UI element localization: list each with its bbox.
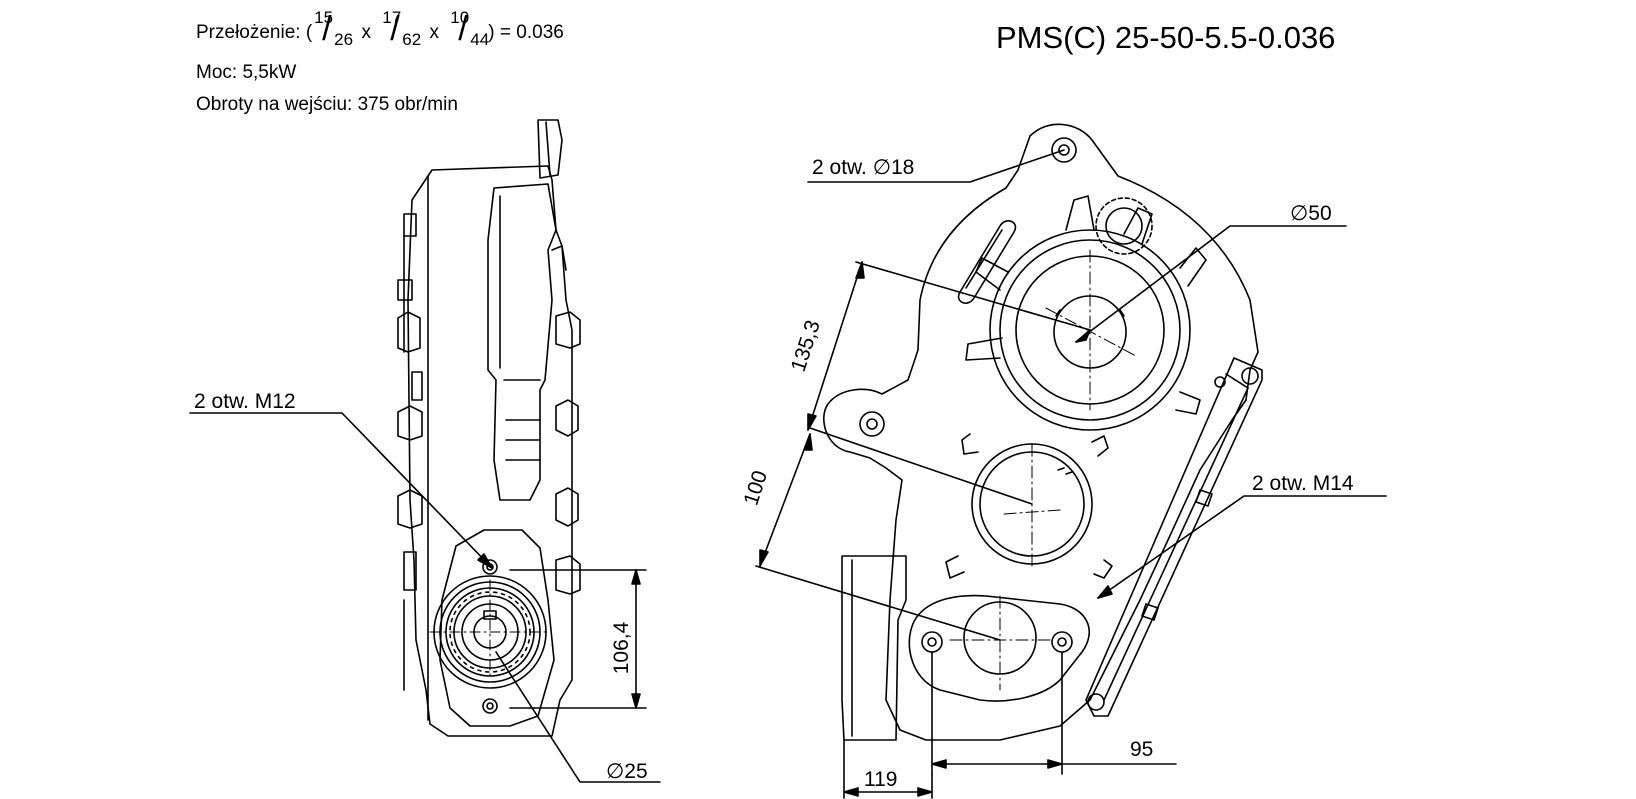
gear-ratio: Przełożenie: (15/26 x 17/62 x 10/44) = 0… xyxy=(196,8,564,49)
side-flange-plate xyxy=(487,183,557,501)
side-view xyxy=(397,119,581,737)
front-flange-hole-left xyxy=(921,631,943,653)
side-output-bracket xyxy=(439,529,555,727)
side-mount-hole-top xyxy=(482,559,498,575)
dim-lower-distance: 100 xyxy=(739,468,772,508)
front-base-foot xyxy=(841,555,907,741)
side-top-extension xyxy=(537,119,563,179)
ratio-label: Przełożenie: xyxy=(196,22,301,44)
front-side-strap xyxy=(1085,357,1263,717)
side-dimensions xyxy=(189,412,661,783)
dim-shaft-diameter: ∅50 xyxy=(1290,202,1332,225)
front-view xyxy=(823,123,1263,741)
ratio-op: x xyxy=(361,22,371,44)
dim-upper-distance: 135,3 xyxy=(787,317,825,374)
label-top-holes: 2 otw. ∅18 xyxy=(812,156,914,179)
front-oil-slot xyxy=(957,220,1017,304)
ratio-fraction-1: 15/26 xyxy=(314,8,354,49)
side-mount-hole-bottom xyxy=(482,698,498,714)
dim-side-height: 106,4 xyxy=(610,621,633,674)
power-rating: Moc: 5,5kW xyxy=(196,62,297,83)
label-side-holes-m14: 2 otw. M14 xyxy=(1252,472,1354,495)
front-dimensions xyxy=(755,149,1387,799)
front-strap-hole-top xyxy=(1241,367,1259,385)
brand-logo xyxy=(1095,197,1153,255)
input-speed: Obroty na wejściu: 375 obr/min xyxy=(196,94,458,115)
dim-side-shaft: ∅25 xyxy=(606,760,648,783)
dim-base-offset: 119 xyxy=(864,768,897,791)
label-side-holes: 2 otw. M12 xyxy=(194,390,296,413)
front-housing-outline xyxy=(823,123,1259,741)
ratio-result: ) = 0.036 xyxy=(488,22,564,44)
dim-flange-spacing: 95 xyxy=(1130,738,1153,761)
ratio-fraction-3: 10/44 xyxy=(450,8,490,49)
ratio-op: x xyxy=(429,22,440,44)
front-top-lug-hole xyxy=(1051,137,1077,163)
front-left-lug-hole xyxy=(859,411,885,437)
ratio-open: ( xyxy=(305,22,313,44)
front-upper-boss xyxy=(989,229,1191,431)
front-strap-hole-bottom xyxy=(1087,693,1105,711)
model-code: PMS(C) 25-50-5.5-0.036 xyxy=(996,20,1336,55)
front-input-flange xyxy=(908,594,1090,702)
ratio-fraction-2: 17/62 xyxy=(382,8,422,49)
front-flange-hole-right xyxy=(1051,631,1073,653)
